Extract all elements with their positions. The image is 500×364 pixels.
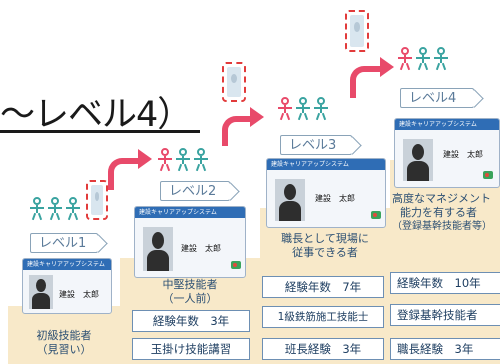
up-arrow-head xyxy=(138,149,152,169)
card-photo xyxy=(403,139,433,181)
level-tag-4: レベル4 xyxy=(400,88,474,108)
card-name: 建設 太郎 xyxy=(315,194,355,203)
level-tag-1: レベル1 xyxy=(30,233,98,253)
up-arrow-head xyxy=(380,57,394,77)
person-icon xyxy=(30,197,44,221)
person-icon xyxy=(314,97,328,121)
qualification-level2: 中堅技能者 （一人前） xyxy=(140,278,240,306)
person-icon xyxy=(66,197,80,221)
level-tag-label: レベル1 xyxy=(39,236,87,251)
chip-level3-leader: 班長経験 3年 xyxy=(262,338,384,360)
dashed-card-icon xyxy=(345,10,369,52)
card-header: 建設キャリアアップシステム xyxy=(267,159,385,170)
up-arrow-icon xyxy=(350,66,382,98)
qualification-line: 職長として現場に xyxy=(281,232,369,245)
person-icon xyxy=(158,148,172,172)
step-level1 xyxy=(8,306,120,364)
chip-level4-certification: 登録基幹技能者 xyxy=(390,304,500,326)
qualification-level1: 初級技能者 （見習い） xyxy=(10,329,118,357)
title-underline xyxy=(0,130,200,133)
qualification-line: 従事できる者 xyxy=(292,246,358,259)
qualification-level3: 職長として現場に 従事できる者 xyxy=(268,232,382,260)
card-photo xyxy=(143,227,173,271)
dashed-card-icon xyxy=(222,62,246,102)
card-header: 建設キャリアアップシステム xyxy=(23,259,111,270)
level-tag-2: レベル2 xyxy=(160,181,230,201)
chip-level3-certification: 1級鉄筋施工技能士 xyxy=(262,306,384,328)
chip-level2-training: 玉掛け技能講習 xyxy=(132,338,250,360)
up-arrow-icon xyxy=(108,158,140,190)
qualification-line: 高度なマネジメント xyxy=(392,192,491,205)
ccus-logo-icon xyxy=(483,171,493,179)
qualification-line: （見習い） xyxy=(36,343,92,356)
chip-level4-foreman: 職長経験 3年 xyxy=(390,338,500,360)
person-icon xyxy=(176,148,190,172)
person-icon xyxy=(194,148,208,172)
qualification-line: （一人前） xyxy=(162,292,218,305)
level-tag-3: レベル3 xyxy=(280,135,352,155)
card-name: 建設 太郎 xyxy=(443,150,483,159)
qualification-line: 初級技能者 xyxy=(36,329,92,342)
qualification-level4: 高度なマネジメント 能力を有する者 （登録基幹技能者等） xyxy=(392,192,500,234)
step-level4 xyxy=(390,160,500,364)
ccus-logo-icon xyxy=(371,211,381,219)
id-card-level3: 建設キャリアアップシステム 建設 太郎 xyxy=(266,158,386,228)
card-photo xyxy=(29,275,53,309)
id-card-level2: 建設キャリアアップシステム 建設 太郎 xyxy=(134,206,246,278)
chip-level2-experience: 経験年数 3年 xyxy=(132,310,250,332)
level-tag-label: レベル4 xyxy=(409,91,457,106)
qualification-line: （登録基幹技能者等） xyxy=(392,221,492,232)
card-name: 建設 太郎 xyxy=(181,244,221,253)
up-arrow-icon xyxy=(222,116,252,146)
person-icon xyxy=(398,47,412,71)
person-icon xyxy=(416,47,430,71)
dashed-card-icon xyxy=(86,180,108,220)
level-tag-label: レベル3 xyxy=(289,138,337,153)
person-icon xyxy=(48,197,62,221)
ccus-logo-icon xyxy=(231,261,241,269)
card-header: 建設キャリアアップシステム xyxy=(395,119,499,130)
card-name: 建設 太郎 xyxy=(59,290,99,299)
page-title: 〜レベル4） xyxy=(0,95,192,135)
chip-level4-experience: 経験年数 10年 xyxy=(390,272,500,294)
qualification-line: 中堅技能者 xyxy=(162,278,218,291)
card-photo xyxy=(275,179,305,221)
card-header: 建設キャリアアップシステム xyxy=(135,207,245,218)
person-icon xyxy=(434,47,448,71)
id-card-level4: 建設キャリアアップシステム 建設 太郎 xyxy=(394,118,500,188)
level-tag-label: レベル2 xyxy=(169,184,217,199)
chip-level3-experience: 経験年数 7年 xyxy=(262,276,384,298)
id-card-level1: 建設キャリアアップシステム 建設 太郎 xyxy=(22,258,112,314)
person-icon xyxy=(296,97,310,121)
qualification-line: 能力を有する者 xyxy=(400,206,477,219)
person-icon xyxy=(278,97,292,121)
up-arrow-head xyxy=(250,107,264,127)
